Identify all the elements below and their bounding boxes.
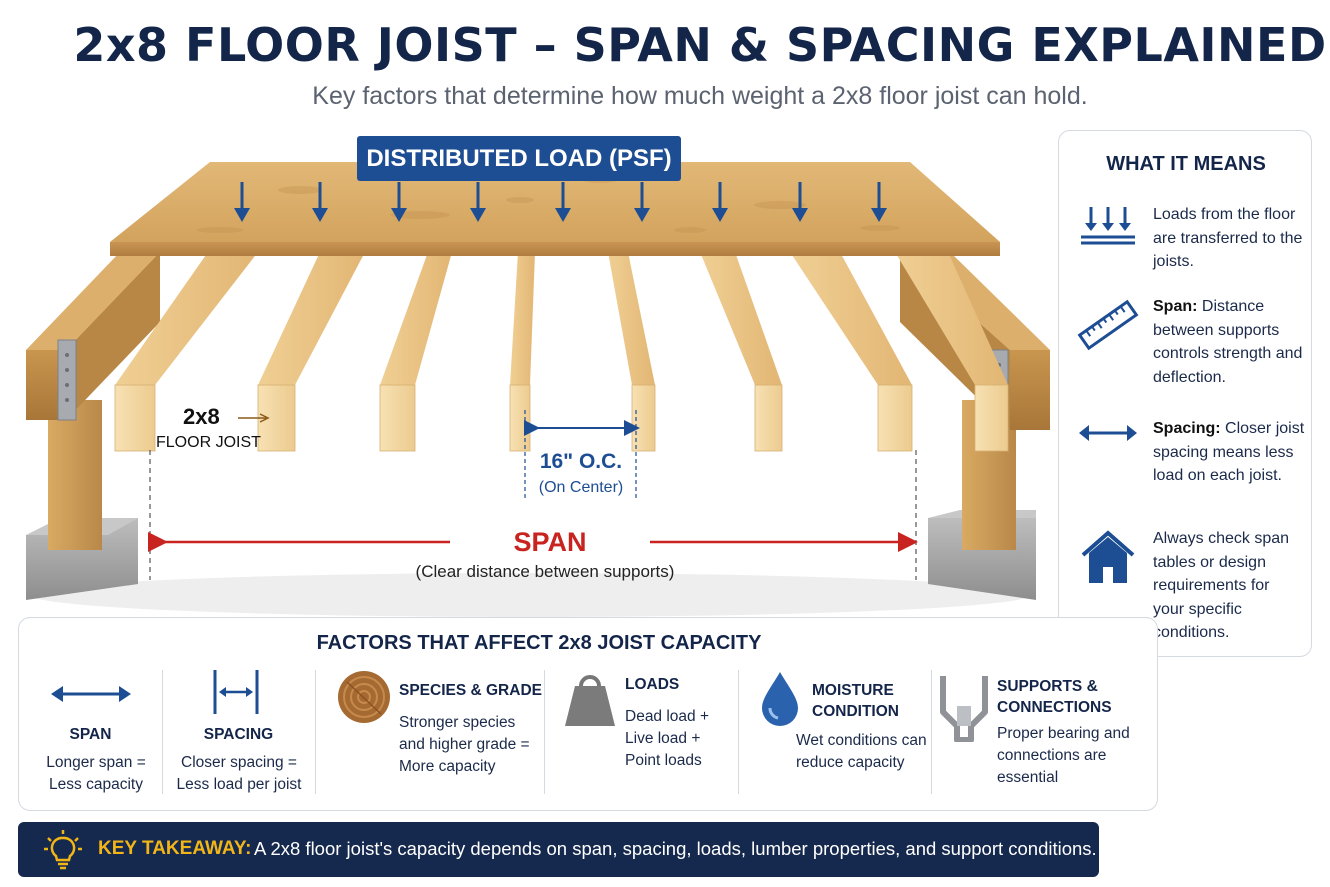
factor-spacing-text: Closer spacing = Less load per joist	[176, 754, 302, 793]
divider	[931, 670, 932, 794]
joists	[114, 252, 1009, 452]
load-arrow-head	[792, 208, 808, 222]
load-arrow-head	[234, 208, 250, 222]
joist-size-label: 2x8	[183, 404, 220, 429]
load-arrow-head	[470, 208, 486, 222]
double-arrow-icon	[1079, 425, 1137, 441]
joist-hanger-icon	[940, 676, 988, 742]
load-arrow-head	[312, 208, 328, 222]
divider	[315, 670, 316, 794]
weight-icon	[565, 675, 615, 726]
page-subtitle: Key factors that determine how much weig…	[312, 82, 1088, 110]
water-drop-icon	[762, 672, 798, 726]
lightbulb-icon	[44, 830, 82, 870]
load-arrows-icon	[1081, 207, 1135, 245]
span-sublabel: (Clear distance between supports)	[415, 562, 675, 581]
joist-illustration	[26, 162, 1050, 617]
joist	[379, 252, 452, 452]
side-item-check-text: Always check span tables or design requi…	[1153, 530, 1290, 641]
factor-supports-heading: SUPPORTS & CONNECTIONS	[997, 678, 1112, 716]
joist	[608, 252, 656, 452]
joist	[895, 252, 1009, 452]
takeaway-text: A 2x8 floor joist's capacity depends on …	[254, 838, 1097, 859]
joist	[700, 252, 783, 452]
factor-species-text: Stronger species and higher grade = More…	[399, 714, 530, 775]
side-item-spacing-text: Spacing: Closer joist spacing means less…	[1153, 420, 1305, 484]
joist	[790, 252, 913, 452]
factor-span-text: Longer span = Less capacity	[46, 754, 146, 793]
spacing-icon	[213, 670, 259, 714]
spacing-dimension	[524, 410, 640, 498]
load-arrow-head	[712, 208, 728, 222]
side-item-loads-text: Loads from the floor are transferred to …	[1153, 206, 1303, 270]
load-arrow-head	[634, 208, 650, 222]
factor-loads-heading: LOADS	[625, 676, 680, 693]
divider	[738, 670, 739, 794]
spacing-sublabel: (On Center)	[538, 479, 624, 496]
divider	[544, 670, 545, 794]
factors-panel: FACTORS THAT AFFECT 2x8 JOIST CAPACITY S…	[18, 617, 1158, 811]
factor-span-heading: SPAN	[69, 726, 112, 743]
left-post	[48, 400, 102, 550]
factor-supports-text: Proper bearing and connections are essen…	[997, 725, 1130, 786]
factor-spacing-heading: SPACING	[203, 726, 274, 743]
page-title: 2x8 FLOOR JOIST – SPAN & SPACING EXPLAIN…	[73, 18, 1327, 72]
distributed-load-badge: DISTRIBUTED LOAD (PSF)	[357, 136, 681, 181]
takeaway-heading: KEY TAKEAWAY:	[98, 838, 252, 859]
joist	[257, 252, 365, 452]
house-icon	[1081, 530, 1135, 583]
load-arrow-head	[555, 208, 571, 222]
ground-shadow	[30, 573, 1030, 617]
load-arrows	[234, 182, 887, 222]
left-hanger	[57, 339, 77, 421]
what-it-means-panel: WHAT IT MEANS Loads from the floor are t…	[1058, 130, 1312, 657]
factors-title: FACTORS THAT AFFECT 2x8 JOIST CAPACITY	[316, 632, 762, 654]
factor-loads-text: Dead load + Live load + Point loads	[625, 708, 710, 769]
side-item-span-text: Span: Distance between supports controls…	[1153, 298, 1303, 386]
span-label: SPAN	[450, 527, 650, 558]
key-takeaway-bar: KEY TAKEAWAY: A 2x8 floor joist's capaci…	[18, 822, 1099, 877]
ruler-icon	[1077, 299, 1139, 351]
side-panel-title: WHAT IT MEANS	[1106, 153, 1266, 175]
joist-type-label: FLOOR JOIST	[156, 434, 261, 451]
span-arrow-icon	[51, 686, 131, 702]
factor-moisture-heading: MOISTURE CONDITION	[812, 682, 899, 720]
joist	[509, 252, 535, 452]
left-beam	[26, 252, 160, 420]
factor-species-heading: SPECIES & GRADE	[399, 682, 542, 699]
load-arrow-head	[391, 208, 407, 222]
divider	[162, 670, 163, 794]
joist	[114, 252, 258, 452]
subfloor	[110, 162, 1000, 256]
load-arrow-head	[871, 208, 887, 222]
factor-moisture-text: Wet conditions can reduce capacity	[796, 732, 927, 771]
wood-grain-icon	[338, 671, 390, 723]
spacing-label: 16" O.C.	[539, 450, 623, 473]
